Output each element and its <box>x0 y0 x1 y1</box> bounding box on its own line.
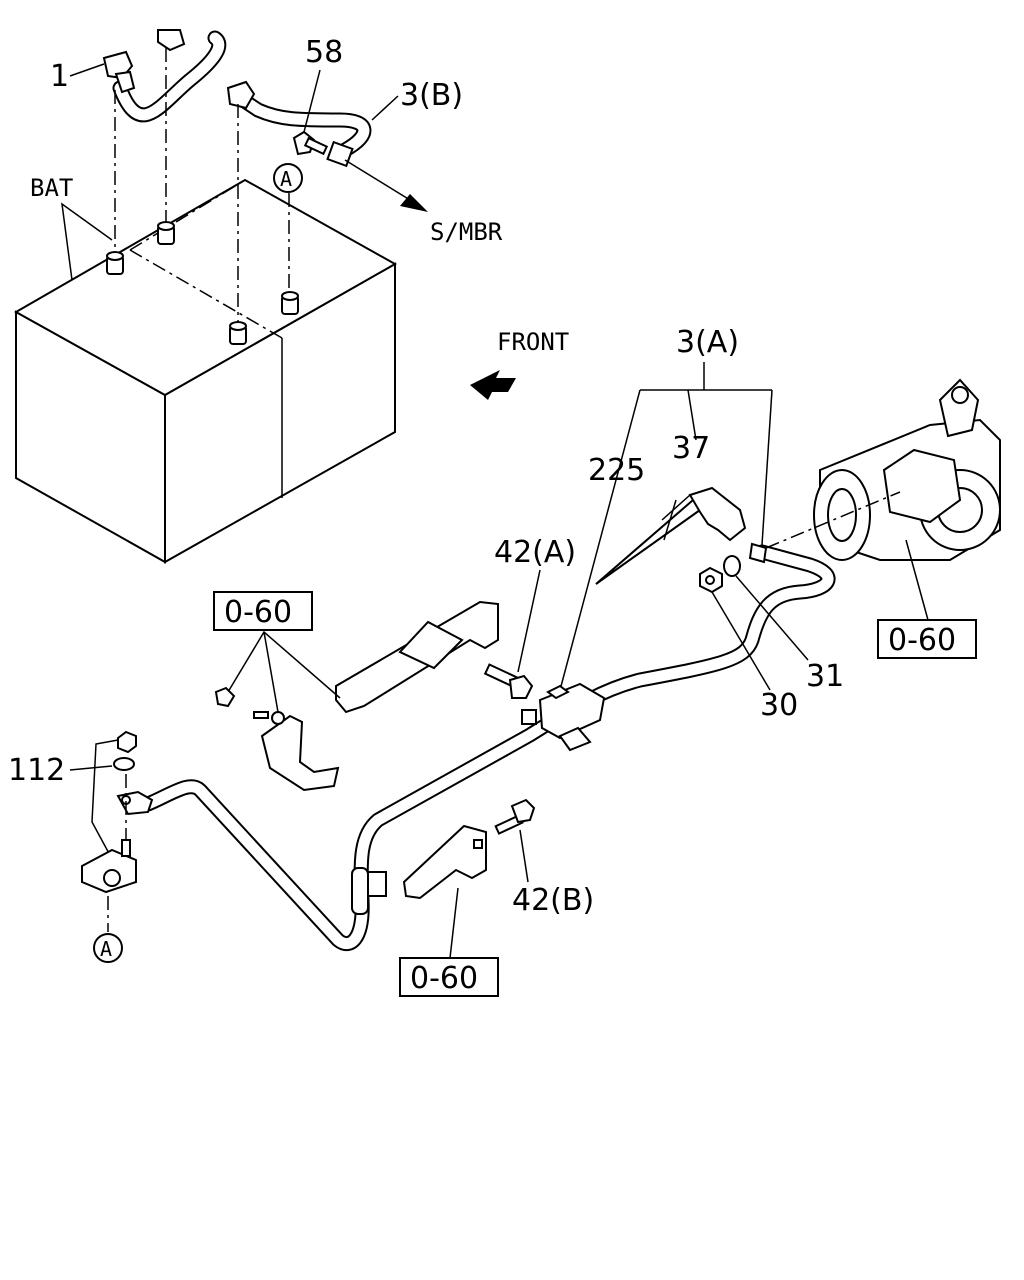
ref-box-060-bottom: 0-60 <box>399 957 499 997</box>
battery <box>13 178 398 564</box>
part-225-label: 225 <box>588 453 645 488</box>
front-label: FRONT <box>497 328 569 356</box>
part-3a-label: 3(A) <box>676 325 739 360</box>
bolt-58 <box>292 130 329 156</box>
part-3b-label: 3(B) <box>400 78 463 113</box>
part-58-label: 58 <box>305 35 343 70</box>
bracket-42a <box>335 600 499 714</box>
cable-clip-225 <box>521 682 606 752</box>
part-42b-label: 42(B) <box>512 883 594 918</box>
smbr-arrow-icon <box>400 194 428 212</box>
bat-leader <box>61 202 113 281</box>
terminal-cover-37 <box>595 486 747 585</box>
battery-terminal <box>157 221 175 245</box>
ref-box-060-left: 0-60 <box>213 591 313 631</box>
battery-terminal <box>281 291 299 315</box>
bolt-42b <box>494 798 536 835</box>
terminal-stud <box>81 839 137 894</box>
part-1-label: 1 <box>50 59 69 94</box>
starter-motor <box>813 378 1001 561</box>
bracket-small-left <box>214 686 340 792</box>
bolt-42a <box>483 663 534 699</box>
svg-text:0-60: 0-60 <box>888 623 956 658</box>
washer-31 <box>723 555 741 577</box>
bat-label: BAT <box>30 174 73 202</box>
part-31-label: 31 <box>806 659 844 694</box>
front-arrow-icon <box>470 370 516 400</box>
part-30-label: 30 <box>760 688 798 723</box>
cable-3b <box>226 80 372 168</box>
svg-text:A: A <box>100 937 112 961</box>
battery-terminal <box>229 321 247 345</box>
nut-30 <box>699 566 723 594</box>
svg-text:0-60: 0-60 <box>224 595 292 630</box>
ref-box-060-right: 0-60 <box>877 619 977 659</box>
part-42a-label: 42(A) <box>494 535 576 570</box>
circle-a-bottom: A <box>93 933 123 963</box>
bracket-42b <box>402 824 487 900</box>
part-112-label: 112 <box>8 753 65 788</box>
battery-terminal <box>106 251 124 275</box>
smbr-label: S/MBR <box>430 218 503 246</box>
circle-a-top: A <box>273 163 303 193</box>
battery-link-cable <box>102 29 227 123</box>
svg-text:0-60: 0-60 <box>410 961 478 996</box>
svg-text:A: A <box>280 167 292 191</box>
nut-112 <box>113 730 137 771</box>
part-37-label: 37 <box>672 431 710 466</box>
